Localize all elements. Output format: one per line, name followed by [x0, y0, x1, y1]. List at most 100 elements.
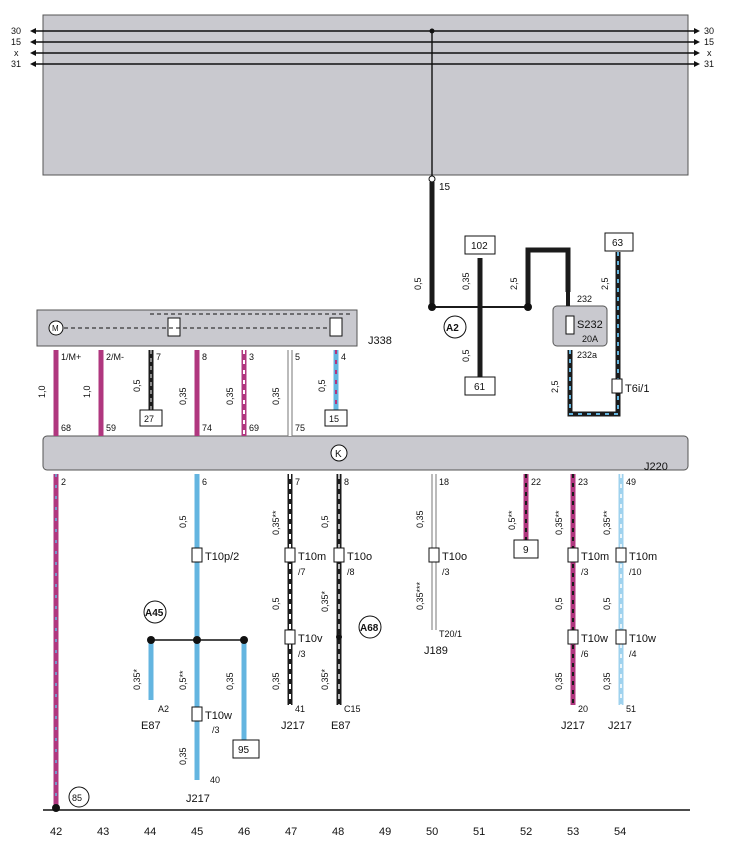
- connector-label: T10v: [298, 633, 323, 645]
- connector-label: T10w: [205, 710, 232, 722]
- rail-label-left: 15: [11, 37, 21, 47]
- wire-size-label: 0,5: [413, 277, 423, 290]
- junction-dot: [428, 303, 436, 311]
- rail-label-right: 30: [704, 26, 714, 36]
- connector-box-9: [513, 539, 539, 559]
- connector-label: T10o: [347, 551, 372, 563]
- fuse-output-wire: [567, 252, 621, 417]
- connector-box-label: 9: [523, 545, 529, 556]
- scale-label: 52: [520, 826, 532, 838]
- wire-size-label: 0,35*: [320, 668, 330, 690]
- connector-label: T10m: [629, 551, 657, 563]
- fuse-name: S232: [577, 319, 603, 331]
- pin-label: 23: [578, 477, 588, 487]
- rails: [34, 30, 696, 178]
- wire-size-label: 2,5: [600, 277, 610, 290]
- fuse-pin-bottom: 232a: [577, 350, 597, 360]
- rail-label-right: x: [707, 48, 712, 58]
- wire-size-label: 0,35**: [602, 510, 612, 535]
- pin-label: 3: [249, 352, 254, 362]
- ground-point-label: 85: [72, 793, 82, 803]
- connector-box-label: 27: [144, 414, 154, 424]
- wire-size-label: 0,5**: [178, 670, 188, 690]
- wire-size-label: 0,35: [271, 387, 281, 405]
- terminal-label: C15: [344, 704, 361, 714]
- j220-output-wires: [53, 474, 624, 808]
- terminal-label: 51: [626, 704, 636, 714]
- rail-label-right: 31: [704, 59, 714, 69]
- scale-label: 46: [238, 826, 250, 838]
- terminal-label: J217: [281, 720, 305, 732]
- scale-label: 54: [614, 826, 626, 838]
- pin-label: 2/M-: [106, 352, 124, 362]
- connector-sub: /10: [629, 567, 642, 577]
- pin-label: 6: [202, 477, 207, 487]
- connector-box-label: 61: [474, 382, 486, 393]
- wire-size-label: 0,35: [225, 672, 235, 690]
- fuse-element: [565, 315, 575, 335]
- scale-label: 43: [97, 826, 109, 838]
- wire-size-label: 2,5: [550, 380, 560, 393]
- scale-label: 49: [379, 826, 391, 838]
- rail-label-right: 15: [704, 37, 714, 47]
- j338-label: J338: [368, 335, 392, 347]
- connector-box-61: [464, 376, 496, 396]
- potentiometer-icon: [329, 317, 343, 337]
- connector-sub: /8: [347, 567, 355, 577]
- connector-box-label: 102: [471, 241, 488, 252]
- connector-sub: /3: [212, 725, 220, 735]
- rail-label-left: 31: [11, 59, 21, 69]
- k-label: K: [335, 449, 342, 460]
- scale-label: 53: [567, 826, 579, 838]
- pin-label: 59: [106, 423, 116, 433]
- fuse-current: 20A: [582, 334, 598, 344]
- pin-label: 75: [295, 423, 305, 433]
- wire-size-label: 0,35: [225, 387, 235, 405]
- panel-pin-15: [428, 175, 436, 183]
- wire-size-label: 0,5: [132, 379, 142, 392]
- pin-label: 7: [156, 352, 161, 362]
- feed-wires: [429, 182, 571, 377]
- terminal-label: E87: [331, 720, 351, 732]
- scale: 42 43 44 45 46 47 48 49 50 51 52 53 54: [50, 826, 626, 838]
- pin-label: 8: [202, 352, 207, 362]
- connector-box-label: 95: [238, 745, 250, 756]
- wire-size-label: 0,35: [554, 672, 564, 690]
- connector-sub: /3: [581, 567, 589, 577]
- connector-box-63: [604, 232, 634, 252]
- wire-size-label: 0,35: [461, 272, 471, 290]
- wire-size-label: 0,35**: [554, 510, 564, 535]
- wire-size-label: 0,35**: [271, 510, 281, 535]
- connector-sub: /6: [581, 649, 589, 659]
- wire-size-label: 0,5**: [507, 510, 517, 530]
- pin-label: 7: [295, 477, 300, 487]
- terminal-label: J189: [424, 645, 448, 657]
- terminal-label: J217: [608, 720, 632, 732]
- junction-dot: [147, 636, 155, 644]
- wire-size-label: 0,5: [271, 597, 281, 610]
- pin-label: 69: [249, 423, 259, 433]
- scale-label: 42: [50, 826, 62, 838]
- terminal-label: 41: [295, 704, 305, 714]
- connector-box-27: [139, 409, 163, 427]
- ground-point-85: [68, 786, 90, 808]
- wire-size-label: 0,35: [415, 510, 425, 528]
- connector-label: T10w: [629, 633, 656, 645]
- wire-size-label: 0,5: [461, 349, 471, 362]
- rail-arrows: [30, 28, 700, 67]
- wire-size-label: 0,35: [271, 672, 281, 690]
- panel-pin-label: 15: [439, 182, 451, 193]
- connector-label: T6i/1: [625, 383, 649, 395]
- terminal-label: J217: [561, 720, 585, 732]
- wire-size-label: 0,5: [554, 597, 564, 610]
- pin-label: 8: [344, 477, 349, 487]
- ground-point-label: A2: [446, 323, 459, 334]
- j220-bar: [42, 435, 689, 471]
- j338-j220-wires: [53, 350, 339, 436]
- scale-label: 51: [473, 826, 485, 838]
- fuse-pin-top: 232: [577, 294, 592, 304]
- ground-point-label: A45: [145, 608, 164, 619]
- terminal-label: 20: [578, 704, 588, 714]
- terminal-label: E87: [141, 720, 161, 732]
